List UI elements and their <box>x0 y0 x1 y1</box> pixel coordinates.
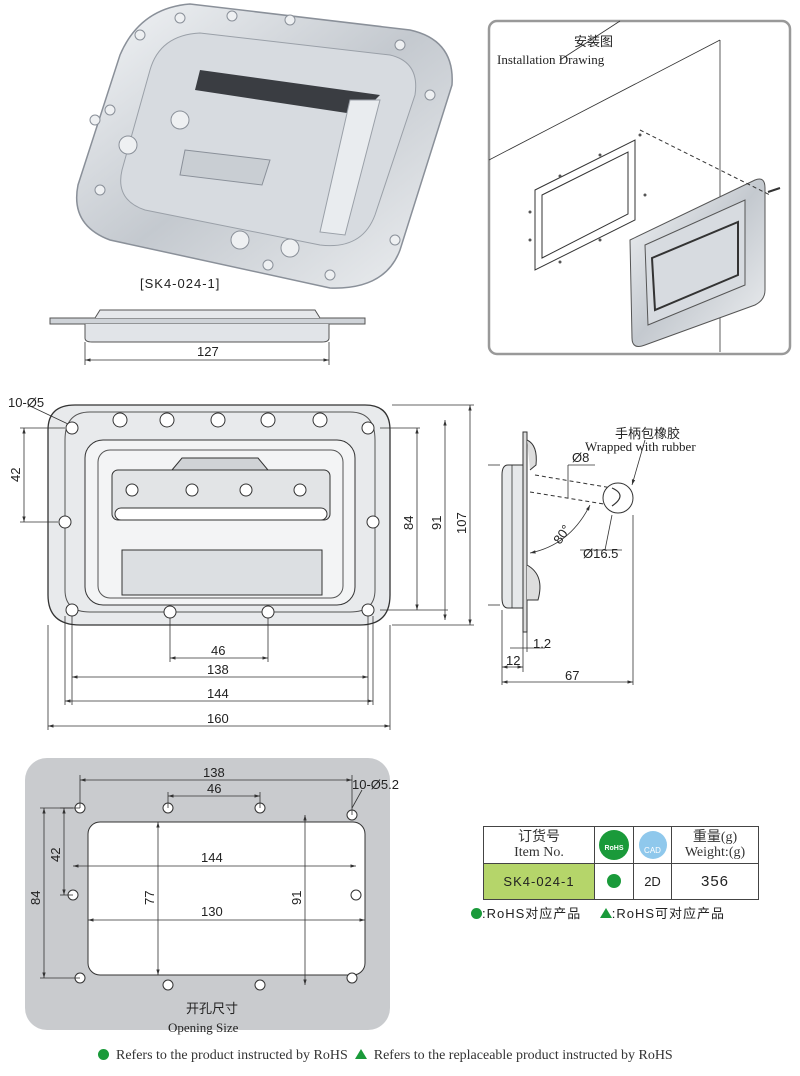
front-dim-91: 91 <box>429 516 444 530</box>
front-dim-46: 46 <box>211 643 225 658</box>
front-holes-dim: 10-Ø5 <box>8 395 44 410</box>
opening-title-cn: 开孔尺寸 <box>186 1001 238 1016</box>
legend-rohs-text: :RoHS对应产品 <box>482 906 582 921</box>
opening-dim-77: 77 <box>142 891 157 905</box>
opening-dim-130: 130 <box>201 904 223 919</box>
product-photo <box>76 3 453 289</box>
table-row: SK4-024-1 2D 356 <box>483 863 759 900</box>
rohs-dot-icon <box>471 908 482 919</box>
rubber-note-cn: 手柄包橡胶 <box>615 426 680 441</box>
opening-dim-144: 144 <box>201 850 223 865</box>
front-view <box>20 404 474 730</box>
front-dim-160: 160 <box>207 711 229 726</box>
depth-dim: 12 <box>506 653 520 668</box>
weight-header-cn: 重量(g) <box>692 830 738 845</box>
bar-diameter-dim: Ø8 <box>572 450 589 465</box>
opening-size-drawing <box>25 758 390 1030</box>
footer-replaceable-text: Refers to the replaceable product instru… <box>373 1048 673 1063</box>
front-dim-138: 138 <box>207 662 229 677</box>
rohs-legend: :RoHS对应产品 :RoHS可对应产品 <box>471 903 725 922</box>
front-dim-84: 84 <box>401 516 416 530</box>
footer-rohs-text: Refers to the product instructed by RoHS <box>116 1048 348 1063</box>
table-header-row: 订货号 Item No. RoHS CAD 重量(g) Weight:(g) <box>483 826 759 864</box>
total-depth-dim: 67 <box>565 668 579 683</box>
rohs-dot-icon <box>98 1049 109 1060</box>
weight-cell: 356 <box>671 863 759 900</box>
cad-cell: 2D <box>633 863 672 900</box>
installation-drawing <box>487 19 792 356</box>
side-profile <box>49 309 366 365</box>
thickness-dim: 1.2 <box>533 636 551 651</box>
opening-title-en: Opening Size <box>168 1020 239 1035</box>
front-dim-42: 42 <box>8 468 23 482</box>
spec-table: 订货号 Item No. RoHS CAD 重量(g) Weight:(g) S… <box>483 826 759 900</box>
opening-dim-46: 46 <box>207 781 221 796</box>
weight-header-en: Weight:(g) <box>684 845 746 860</box>
side-view <box>488 431 646 685</box>
weight-header: 重量(g) Weight:(g) <box>671 826 759 864</box>
front-dim-144: 144 <box>207 686 229 701</box>
rubber-note-en: Wrapped with rubber <box>585 439 696 454</box>
rohs-cell <box>594 863 634 900</box>
item-header-cn: 订货号 <box>518 830 560 845</box>
rohs-badge-icon: RoHS <box>599 830 629 860</box>
angle-dim: 80° <box>550 522 574 547</box>
rohs-header: RoHS <box>594 826 634 864</box>
front-dim-107: 107 <box>454 512 469 534</box>
installation-title-en: Installation Drawing <box>497 52 605 67</box>
item-header: 订货号 Item No. <box>483 826 595 864</box>
item-number-cell: SK4-024-1 <box>483 863 595 900</box>
legend-replaceable-text: :RoHS可对应产品 <box>611 906 726 921</box>
opening-dim-84: 84 <box>28 891 43 905</box>
grip-diameter-dim: Ø16.5 <box>583 546 618 561</box>
installation-title-cn: 安装图 <box>574 34 613 49</box>
opening-dim-91: 91 <box>289 891 304 905</box>
side-width-dim: 127 <box>197 344 219 359</box>
product-model-label: [SK4-024-1] <box>140 276 220 291</box>
item-header-en: Item No. <box>514 845 564 860</box>
rohs-triangle-icon <box>354 1049 367 1059</box>
opening-holes-dim: 10-Ø5.2 <box>352 777 399 792</box>
footer-legend: Refers to the product instructed by RoHS… <box>98 1048 673 1064</box>
rohs-dot-icon <box>607 873 621 888</box>
opening-dim-138: 138 <box>203 765 225 780</box>
rohs-triangle-icon <box>599 908 612 918</box>
cad-badge-icon: CAD <box>638 831 667 859</box>
opening-dim-42: 42 <box>48 848 63 862</box>
cad-header: CAD <box>633 826 672 864</box>
